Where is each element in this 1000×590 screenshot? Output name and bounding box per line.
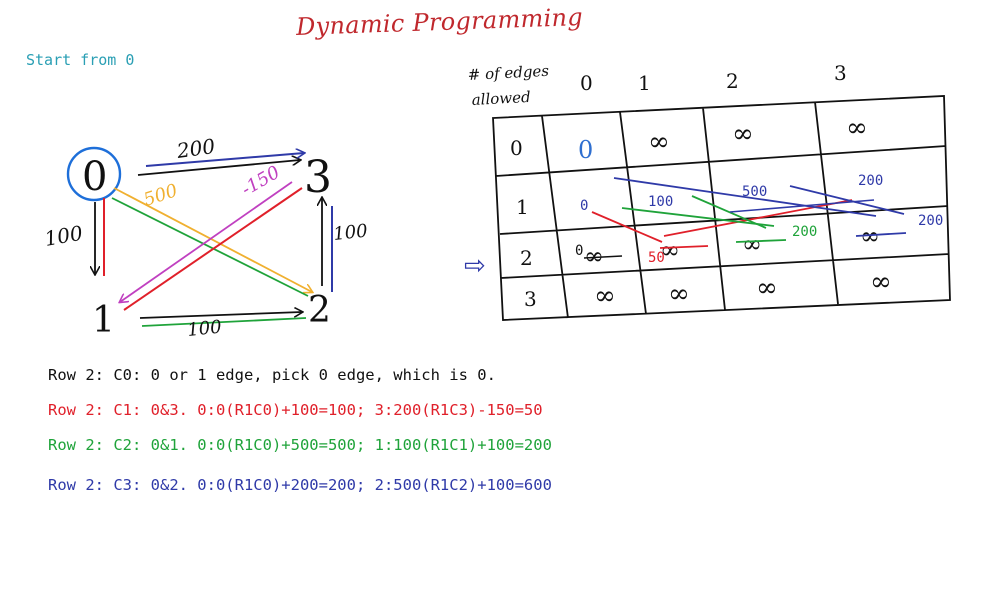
row-header-1: 1 (516, 195, 529, 219)
cell-r1-c0: 0 (580, 198, 588, 214)
note-row2-c2: Row 2: C2: 0&1. 0:0(R1C0)+500=500; 1:100… (48, 436, 552, 454)
edge-0-3-black (137, 160, 300, 176)
edge-3-1-magenta (120, 181, 293, 302)
strike-r2-c0 (583, 255, 623, 259)
cell-r2-c0-infinity: ∞ (584, 242, 604, 270)
edge-0-3-blue (145, 153, 304, 167)
dep-blue-b (789, 185, 905, 215)
edge-3-1-red (123, 187, 303, 311)
edge-1-2-weight: 100 (186, 316, 222, 340)
edge-0-3-weight: 200 (174, 134, 216, 163)
cell-r3-c3: ∞ (870, 267, 892, 297)
dep-blue-c (729, 199, 875, 213)
cell-r0-c3: ∞ (846, 113, 868, 143)
cell-r3-c1: ∞ (668, 279, 690, 309)
strike-r2-c3 (855, 232, 907, 237)
dep-red-a (591, 211, 663, 243)
dep-green-b (691, 195, 767, 229)
node-1-label: 1 (92, 300, 115, 341)
edge-1-2-black (139, 312, 302, 319)
cell-r0-c0: 0 (578, 136, 593, 164)
note-row2-c1: Row 2: C1: 0&3. 0:0(R1C0)+100=100; 3:200… (48, 401, 543, 419)
cell-r0-c2: ∞ (732, 119, 754, 149)
note-row2-c0: Row 2: C0: 0 or 1 edge, pick 0 edge, whi… (48, 366, 496, 384)
node-3-label: 3 (304, 152, 332, 203)
edge-0-1-weight: 100 (43, 221, 85, 251)
graph: 0 1 2 3 200 500 -150 100 100 100 (43, 134, 369, 341)
cell-r0-c1: ∞ (648, 127, 670, 157)
node-0-label: 0 (82, 154, 107, 200)
node-0-circle (66, 146, 122, 202)
edge-1-2-green (141, 317, 307, 327)
edge-0-2-green (111, 197, 309, 297)
edge-2-3-weight: 100 (332, 220, 368, 244)
cell-r1-c2: 500 (742, 184, 767, 200)
row-header-3: 3 (524, 287, 537, 311)
cell-r2-c2: 200 (792, 224, 817, 240)
cell-r2-c0: 0 (575, 243, 583, 259)
row-header-2: 2 (520, 246, 533, 270)
row-header-0: 0 (510, 136, 523, 160)
cell-r2-c1-infinity: ∞ (660, 236, 680, 264)
col-header-0: 0 (580, 71, 593, 95)
current-row-arrow-icon: ⇨ (464, 251, 486, 281)
dep-red-b (663, 199, 853, 237)
dep-blue-a (613, 177, 877, 217)
cell-r1-c1: 100 (648, 194, 673, 210)
strike-r2-c1 (659, 245, 709, 249)
col-header-1: 1 (638, 71, 651, 95)
strike-r2-c2 (735, 239, 787, 243)
start-note: Start from 0 (26, 51, 135, 69)
cell-r1-c3: 200 (858, 173, 883, 189)
cell-r3-c0: ∞ (594, 281, 616, 311)
node-2-label: 2 (308, 290, 331, 331)
table-corner-label-2: allowed (471, 88, 531, 109)
cell-r3-c2: ∞ (756, 273, 778, 303)
cell-r2-c2-infinity: ∞ (742, 230, 762, 258)
edge-0-2-weight: 500 (141, 180, 180, 211)
edge-0-2-orange (113, 187, 312, 292)
cell-r2-c3: 200 (918, 213, 943, 229)
dp-table: # of edges allowed 0 1 2 3 0 1 2 3 0 ∞ ∞… (464, 61, 951, 321)
col-header-2: 2 (726, 69, 739, 93)
cell-r2-c1: 50 (648, 250, 665, 266)
note-row2-c3: Row 2: C3: 0&2. 0:0(R1C0)+200=200; 2:500… (48, 476, 552, 494)
table-corner-label-1: # of edges (467, 62, 549, 84)
dep-green-a (621, 207, 775, 227)
edge-3-1-weight: -150 (238, 162, 284, 200)
col-header-3: 3 (834, 61, 847, 85)
